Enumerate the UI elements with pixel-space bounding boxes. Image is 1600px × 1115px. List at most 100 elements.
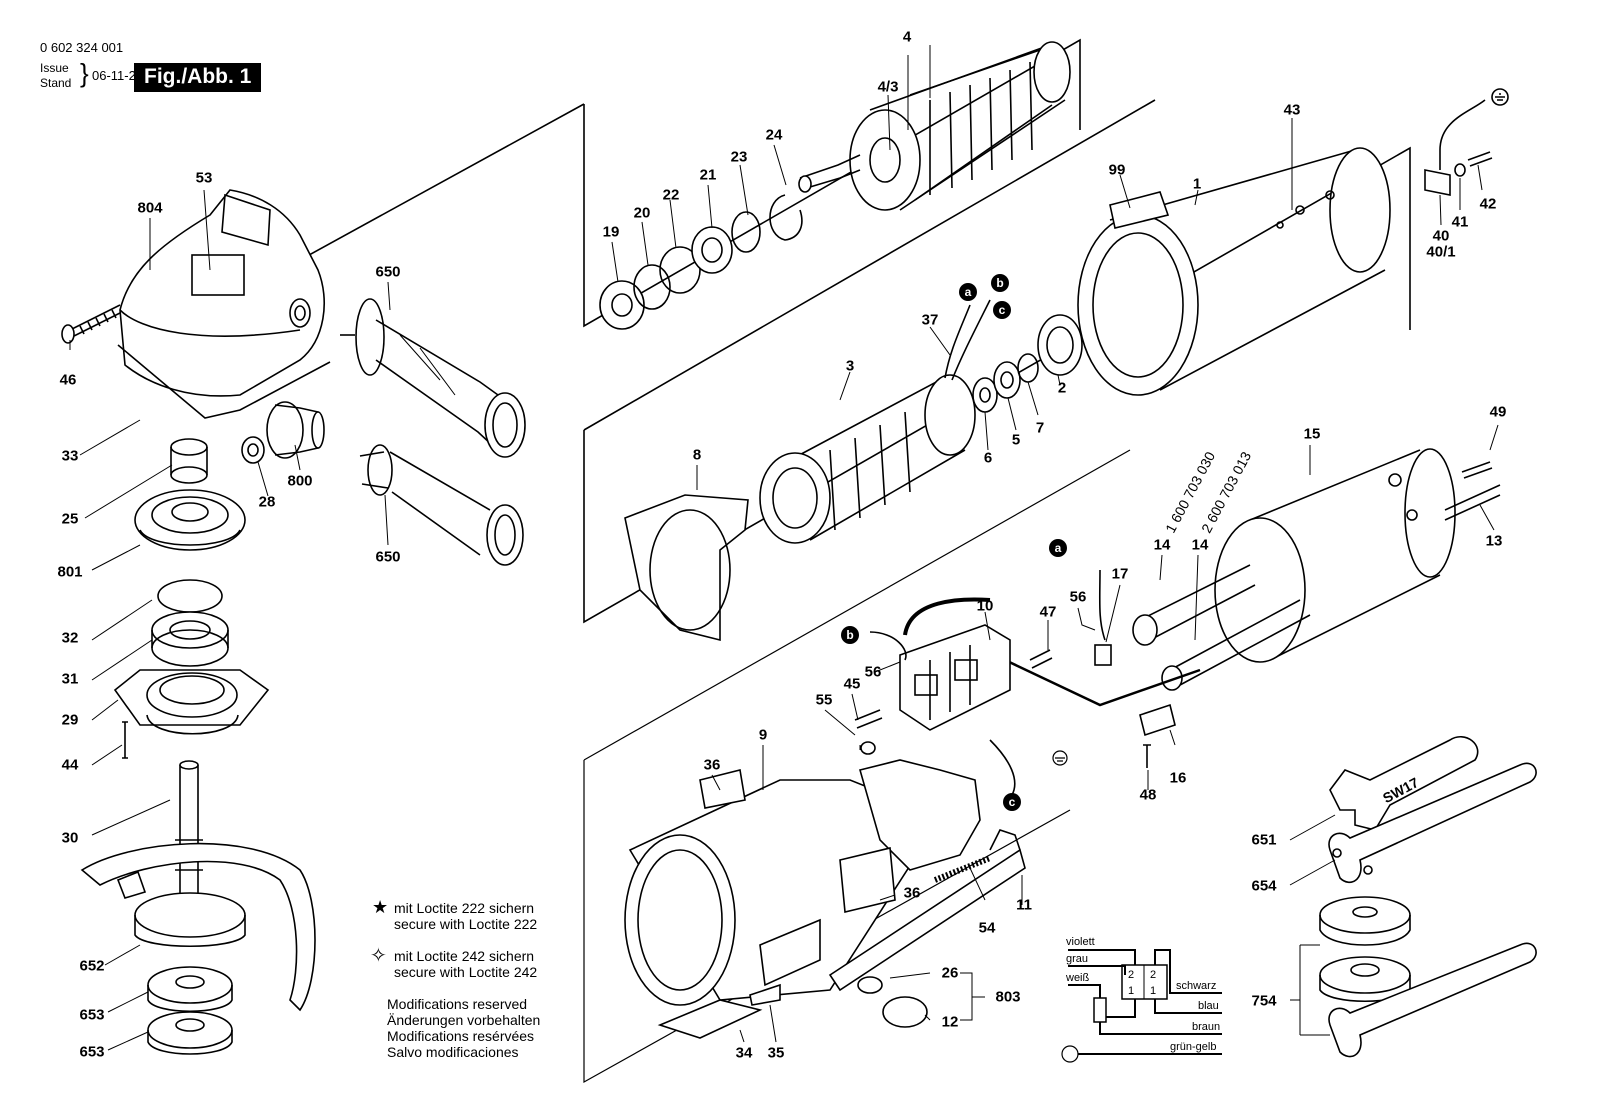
part-label-4-3: 4/3 bbox=[877, 78, 899, 96]
cable-b bbox=[869, 631, 907, 661]
part-label-9: 9 bbox=[758, 726, 768, 744]
part-label-37: 37 bbox=[921, 311, 939, 329]
part-label-23: 23 bbox=[730, 148, 748, 166]
terminal-1a: 1 bbox=[1128, 985, 1135, 997]
svg-text:b: b bbox=[996, 276, 1003, 290]
plate-35 bbox=[749, 983, 781, 1006]
wrench-651 bbox=[1329, 736, 1479, 831]
part-label-54: 54 bbox=[978, 919, 996, 937]
spring-54 bbox=[933, 855, 992, 883]
part-label-36: 36 bbox=[703, 756, 721, 774]
svg-text:c: c bbox=[1009, 795, 1016, 809]
wire-gruen-gelb: grün-gelb bbox=[1170, 1041, 1217, 1053]
connector-b2-icon: b bbox=[841, 626, 859, 644]
cable-guide-14b bbox=[1169, 599, 1311, 686]
part-label-13: 13 bbox=[1485, 532, 1503, 550]
wiring-diagram bbox=[1061, 949, 1222, 1063]
washer-19 bbox=[599, 280, 645, 330]
part-label-650: 650 bbox=[375, 263, 401, 281]
washer-55 bbox=[860, 741, 876, 755]
part-label-35: 35 bbox=[767, 1044, 785, 1062]
cable-37 bbox=[944, 299, 991, 381]
nut-28 bbox=[241, 436, 265, 464]
side-handle-650-bottom bbox=[359, 444, 524, 566]
connector-a-icon: a bbox=[959, 283, 977, 301]
connector-c2-icon: c bbox=[1003, 793, 1021, 811]
needle-sleeve-25 bbox=[170, 438, 208, 484]
part-label-43: 43 bbox=[1283, 101, 1301, 119]
fan-baffle-8 bbox=[624, 494, 749, 642]
screw-45 bbox=[854, 709, 883, 729]
svg-text:b: b bbox=[846, 628, 853, 642]
brace-icon: } bbox=[80, 58, 89, 88]
part-label-56: 56 bbox=[1069, 588, 1087, 606]
part-label-4: 4 bbox=[902, 28, 912, 46]
part-label-29: 29 bbox=[61, 711, 79, 729]
star-filled-icon: ★ bbox=[372, 897, 388, 918]
knob-12 bbox=[882, 996, 928, 1028]
wire-violett: violett bbox=[1066, 936, 1095, 948]
flange-653-bottom bbox=[147, 1011, 233, 1055]
part-label-12: 12 bbox=[941, 1013, 959, 1031]
part-label-40-1: 40/1 bbox=[1426, 243, 1456, 261]
bearing-21 bbox=[691, 226, 733, 274]
part-label-26: 26 bbox=[941, 964, 959, 982]
motor-housing-9 bbox=[624, 759, 981, 1006]
part-label-34: 34 bbox=[735, 1044, 753, 1062]
part-label-801: 801 bbox=[57, 563, 83, 581]
connector-a2-icon: a bbox=[1049, 539, 1067, 557]
part-label-45: 45 bbox=[843, 675, 861, 693]
part-label-25: 25 bbox=[61, 510, 79, 528]
svg-text:c: c bbox=[999, 303, 1006, 317]
part-label-20: 20 bbox=[633, 204, 651, 222]
switch-10 bbox=[899, 624, 1011, 731]
connector-17 bbox=[1094, 644, 1112, 666]
terminal-1b: 1 bbox=[1150, 985, 1157, 997]
part-label-6: 6 bbox=[983, 449, 993, 467]
part-label-36: 36 bbox=[903, 884, 921, 902]
part-label-53: 53 bbox=[195, 169, 213, 187]
part-label-8: 8 bbox=[692, 446, 702, 464]
pinion-800 bbox=[266, 401, 325, 459]
part-label-654: 654 bbox=[1251, 877, 1277, 895]
wire-schwarz: schwarz bbox=[1176, 980, 1217, 992]
screw-47 bbox=[1029, 649, 1053, 669]
crown-gear-801 bbox=[134, 489, 246, 551]
bearing-31 bbox=[151, 611, 229, 667]
part-label-28: 28 bbox=[258, 493, 276, 511]
spindle-30 bbox=[175, 760, 203, 900]
spacer-20 bbox=[633, 264, 671, 310]
earth-clip-40 bbox=[1424, 88, 1509, 196]
part-label-40: 40 bbox=[1432, 227, 1450, 245]
part-label-650: 650 bbox=[375, 548, 401, 566]
screw-44 bbox=[122, 721, 128, 759]
part-label-651: 651 bbox=[1251, 831, 1277, 849]
part-label-3: 3 bbox=[845, 357, 855, 375]
cable-17 bbox=[1098, 569, 1106, 641]
wrench-654 bbox=[1328, 762, 1537, 884]
part-label-24: 24 bbox=[765, 126, 783, 144]
part-label-2: 2 bbox=[1057, 379, 1067, 397]
bearing-flange-29 bbox=[113, 669, 270, 735]
screw-42 bbox=[1467, 151, 1493, 167]
circlip-32 bbox=[157, 579, 223, 613]
part-label-42: 42 bbox=[1479, 195, 1497, 213]
terminal-2a: 2 bbox=[1128, 969, 1135, 981]
part-label-7: 7 bbox=[1035, 419, 1045, 437]
part-label-653: 653 bbox=[79, 1006, 105, 1024]
flange-653-top bbox=[147, 966, 233, 1012]
ring-22 bbox=[659, 246, 701, 294]
cable-guide-14a bbox=[1139, 564, 1256, 641]
connector-b-icon: b bbox=[991, 274, 1009, 292]
part-label-30: 30 bbox=[61, 829, 79, 847]
flange-nut-754 bbox=[1319, 896, 1411, 1002]
part-label-21: 21 bbox=[699, 166, 717, 184]
terminal-2b: 2 bbox=[1150, 969, 1157, 981]
spring-washer-23 bbox=[731, 211, 761, 253]
part-label-754: 754 bbox=[1251, 992, 1277, 1010]
motor-housing-1 bbox=[1077, 147, 1391, 396]
issue-label: Issue bbox=[40, 61, 69, 75]
part-label-1: 1 bbox=[1192, 175, 1202, 193]
bearing-seat-2 bbox=[1037, 314, 1083, 376]
